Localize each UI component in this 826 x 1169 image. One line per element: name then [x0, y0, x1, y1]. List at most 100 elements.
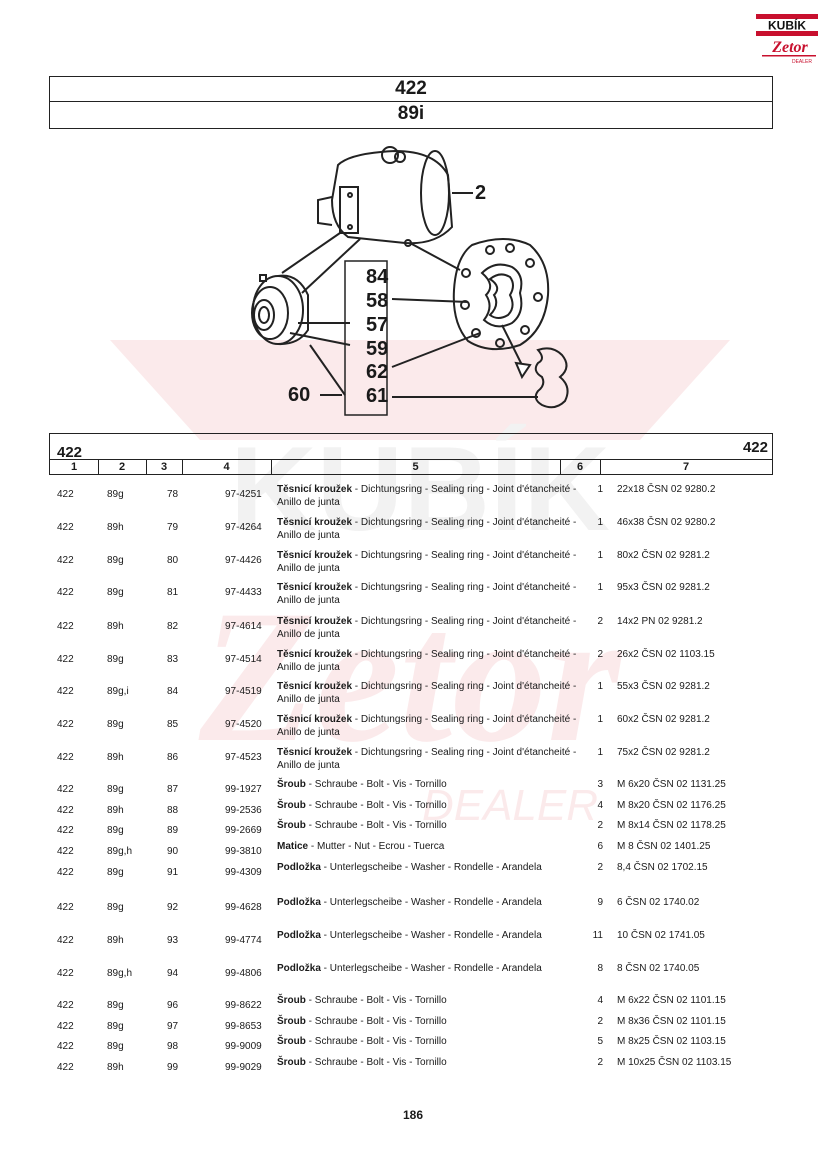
part-name: Těsnicí kroužek — [277, 550, 353, 561]
cell-position: 78 — [167, 489, 179, 500]
cell-part-number: 99-9029 — [225, 1062, 262, 1073]
kubik-zetor-logo: KUBÍK Zetor DEALER — [756, 14, 818, 65]
cell-specification: 26x2 ČSN 02 1103.15 — [617, 649, 715, 660]
cell-description: Těsnicí kroužek - Dichtungsring - Sealin… — [277, 680, 577, 706]
cell-description: Podložka - Unterlegscheibe - Washer - Ro… — [277, 962, 577, 975]
cell-specification: 8,4 ČSN 02 1702.15 — [617, 862, 708, 873]
cell-description: Šroub - Schraube - Bolt - Vis - Tornillo — [277, 1056, 577, 1069]
watermark-dealer-text: DEALER — [422, 781, 598, 830]
part-name: Těsnicí kroužek — [277, 714, 353, 725]
cell-group: 422 — [57, 1000, 74, 1011]
cell-description: Těsnicí kroužek - Dichtungsring - Sealin… — [277, 581, 577, 607]
part-translations: - Schraube - Bolt - Vis - Tornillo — [305, 820, 447, 831]
part-translations: - Dichtungsring - Sealing ring - Joint d… — [277, 747, 577, 771]
cell-position: 92 — [167, 902, 179, 913]
cell-part-number: 97-4519 — [225, 686, 262, 697]
cell-description: Těsnicí kroužek - Dichtungsring - Sealin… — [277, 648, 577, 674]
cell-description: Podložka - Unterlegscheibe - Washer - Ro… — [277, 929, 577, 942]
part-name: Těsnicí kroužek — [277, 681, 353, 692]
part-translations: - Mutter - Nut - Ecrou - Tuerca — [308, 841, 445, 852]
cell-quantity: 2 — [597, 1057, 603, 1068]
col-3: 3 — [146, 460, 183, 475]
cell-description: Těsnicí kroužek - Dichtungsring - Sealin… — [277, 615, 577, 641]
cell-figure: 89g — [107, 587, 124, 598]
part-translations: - Dichtungsring - Sealing ring - Joint d… — [277, 714, 577, 738]
cell-quantity: 2 — [597, 616, 603, 627]
callout-62: 62 — [366, 361, 389, 383]
table-head-right: 422 — [742, 439, 768, 456]
cell-quantity: 2 — [597, 820, 603, 831]
cell-part-number: 99-1927 — [225, 784, 262, 795]
cell-part-number: 99-8653 — [225, 1021, 262, 1032]
callout-2: 2 — [475, 182, 487, 204]
cell-part-number: 97-4251 — [225, 489, 262, 500]
cell-figure: 89g — [107, 1041, 124, 1052]
cell-group: 422 — [57, 686, 74, 697]
cell-specification: M 6x20 ČSN 02 1131.25 — [617, 779, 726, 790]
part-name: Těsnicí kroužek — [277, 616, 353, 627]
cell-quantity: 4 — [597, 800, 603, 811]
cell-quantity: 2 — [597, 862, 603, 873]
cell-specification: 95x3 ČSN 02 9281.2 — [617, 582, 710, 593]
cell-specification: 6 ČSN 02 1740.02 — [617, 897, 700, 908]
cell-description: Šroub - Schraube - Bolt - Vis - Tornillo — [277, 778, 577, 791]
col-6: 6 — [560, 460, 601, 475]
cell-part-number: 99-4806 — [225, 968, 262, 979]
cell-position: 83 — [167, 654, 179, 665]
cell-group: 422 — [57, 784, 74, 795]
cell-part-number: 97-4614 — [225, 621, 262, 632]
cell-group: 422 — [57, 805, 74, 816]
cell-position: 80 — [167, 555, 179, 566]
cell-quantity: 3 — [597, 779, 603, 790]
watermark-top-text: KUBÍK — [230, 422, 610, 556]
cell-position: 91 — [167, 867, 179, 878]
callout-58: 58 — [366, 290, 389, 312]
figure-number: 89i — [49, 101, 773, 129]
cell-description: Těsnicí kroužek - Dichtungsring - Sealin… — [277, 713, 577, 739]
part-name: Matice — [277, 841, 309, 852]
cell-specification: M 8x14 ČSN 02 1178.25 — [617, 820, 726, 831]
cell-position: 97 — [167, 1021, 179, 1032]
callout-84: 84 — [366, 266, 389, 288]
cell-position: 79 — [167, 522, 179, 533]
cell-specification: 46x38 ČSN 02 9280.2 — [617, 517, 716, 528]
cell-position: 86 — [167, 752, 179, 763]
group-number: 422 — [49, 76, 773, 101]
part-name: Podložka — [277, 897, 321, 908]
part-translations: - Schraube - Bolt - Vis - Tornillo — [305, 995, 447, 1006]
table-header: 422 422 1 2 3 4 5 6 7 — [49, 433, 773, 475]
cell-figure: 89h — [107, 522, 124, 533]
cell-part-number: 99-4309 — [225, 867, 262, 878]
cell-group: 422 — [57, 867, 74, 878]
part-translations: - Unterlegscheibe - Washer - Rondelle - … — [320, 930, 542, 941]
cell-figure: 89g,h — [107, 846, 133, 857]
cell-group: 422 — [57, 489, 74, 500]
cell-position: 85 — [167, 719, 179, 730]
page-number: 186 — [402, 1108, 424, 1122]
cell-figure: 89g — [107, 902, 124, 913]
cell-position: 94 — [167, 968, 179, 979]
cell-specification: 80x2 ČSN 02 9281.2 — [617, 550, 710, 561]
table-head-left: 422 — [57, 444, 83, 461]
cell-specification: M 8 ČSN 02 1401.25 — [617, 841, 711, 852]
part-translations: - Dichtungsring - Sealing ring - Joint d… — [277, 484, 577, 508]
cell-part-number: 97-4520 — [225, 719, 262, 730]
cell-figure: 89g — [107, 784, 124, 795]
col-5: 5 — [271, 460, 561, 475]
cell-position: 82 — [167, 621, 179, 632]
cell-quantity: 9 — [597, 897, 603, 908]
cell-position: 99 — [167, 1062, 179, 1073]
cell-figure: 89g — [107, 867, 124, 878]
pump-drawing — [251, 146, 569, 416]
cell-figure: 89h — [107, 805, 124, 816]
part-name: Šroub — [277, 1016, 306, 1027]
part-translations: - Schraube - Bolt - Vis - Tornillo — [305, 779, 447, 790]
cell-description: Těsnicí kroužek - Dichtungsring - Sealin… — [277, 549, 577, 575]
part-name: Podložka — [277, 862, 321, 873]
cell-position: 88 — [167, 805, 179, 816]
cell-quantity: 5 — [597, 1036, 603, 1047]
cell-quantity: 1 — [597, 484, 603, 495]
watermark-bottom-text: Zetor — [198, 572, 623, 782]
cell-part-number: 97-4523 — [225, 752, 262, 763]
cell-specification: M 8x25 ČSN 02 1103.15 — [617, 1036, 726, 1047]
